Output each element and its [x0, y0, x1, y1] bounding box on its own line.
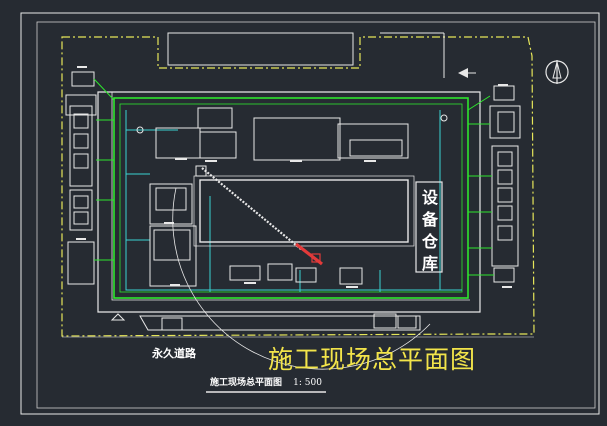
road-label: 永久道路 [152, 347, 196, 360]
warehouse-label-char-2: 备 [421, 210, 438, 229]
site-fence [113, 97, 469, 299]
bottom-facilities [161, 263, 417, 331]
entrance-arrow-icon [458, 68, 476, 78]
top-offices [155, 107, 409, 161]
plan-caption: 施工现场总平面图 1: 500 [210, 375, 322, 388]
plan-caption-text: 施工现场总平面图 [210, 378, 283, 388]
warehouse-label-char-1: 设 [421, 188, 438, 207]
main-building [199, 179, 409, 243]
permanent-road [97, 91, 481, 313]
drawing-frame-outer [20, 12, 600, 415]
existing-building-north [167, 32, 354, 66]
water-supply-lines [125, 110, 462, 292]
tower-crane-icon [195, 165, 323, 266]
dimension-marks [76, 66, 512, 288]
site-boundary-path [61, 36, 535, 337]
equipment-warehouse [415, 181, 443, 273]
hydrant-icon [110, 114, 448, 321]
right-facilities [489, 85, 521, 283]
north-arrow-icon [545, 60, 569, 84]
drawing-frame-inner [36, 21, 596, 409]
warehouse-label-char-3: 仓 [421, 232, 438, 251]
plan-scale: 1: 500 [293, 378, 322, 388]
crane-reach-arc [172, 187, 431, 370]
overlay-title: 施工现场总平面图 [268, 345, 477, 374]
left-facilities [65, 71, 97, 285]
warehouse-label-char-4: 库 [421, 254, 438, 273]
